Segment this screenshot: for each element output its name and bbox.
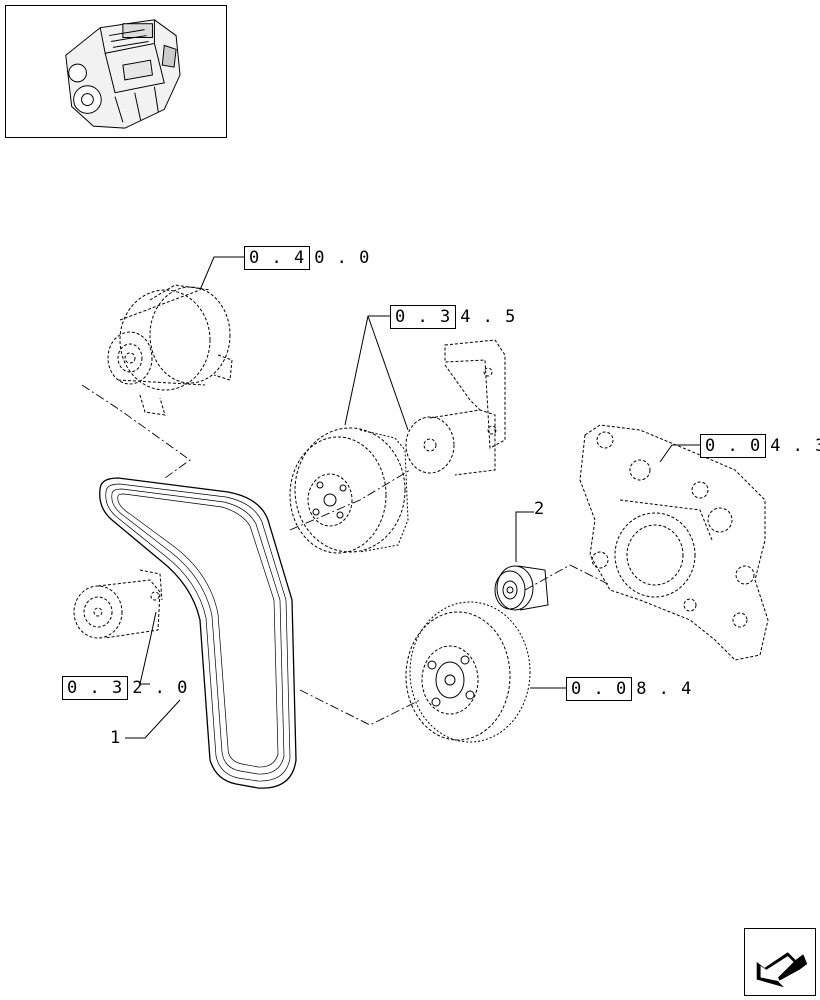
callout-belt: 1 — [110, 728, 121, 748]
ref-tensioner[interactable]: 0 . 3 2 . 0 — [62, 676, 188, 700]
ref-suffix: 4 . 5 — [460, 307, 517, 327]
crankshaft-pulley — [405, 601, 531, 743]
water-pump-body — [405, 339, 506, 476]
idler-pulley — [494, 565, 549, 611]
ref-boxed: 0 . 0 — [700, 434, 767, 458]
poly-v-belt — [99, 477, 297, 789]
ref-boxed: 0 . 0 — [566, 677, 633, 701]
leader-lines — [125, 256, 700, 739]
timing-cover — [579, 424, 769, 661]
ref-boxed: 0 . 3 — [390, 305, 457, 329]
ref-suffix: 2 . 0 — [132, 678, 189, 698]
previous-page-arrow-icon — [756, 952, 808, 988]
ref-crankshaft-pulley[interactable]: 0 . 0 8 . 4 — [566, 677, 692, 701]
engine-thumbnail[interactable] — [5, 5, 227, 138]
ref-alternator[interactable]: 0 . 4 0 . 0 — [244, 246, 370, 270]
ref-suffix: 0 . 0 — [314, 248, 371, 268]
previous-page-button[interactable] — [744, 928, 816, 996]
ref-suffix: 4 . 3 — [770, 436, 820, 456]
ref-suffix: 8 . 4 — [636, 679, 693, 699]
belt-tensioner — [73, 569, 163, 639]
water-pump-pulley — [289, 427, 409, 554]
alternator — [107, 284, 233, 416]
ref-timing-cover[interactable]: 0 . 0 4 . 3 — [700, 434, 820, 458]
ref-boxed: 0 . 3 — [62, 676, 129, 700]
ref-water-pump[interactable]: 0 . 3 4 . 5 — [390, 305, 516, 329]
callout-idler-pulley: 2 — [534, 499, 545, 519]
ref-boxed: 0 . 4 — [244, 246, 311, 270]
engine-thumbnail-drawing — [65, 19, 181, 129]
alignment-lines — [81, 384, 611, 726]
